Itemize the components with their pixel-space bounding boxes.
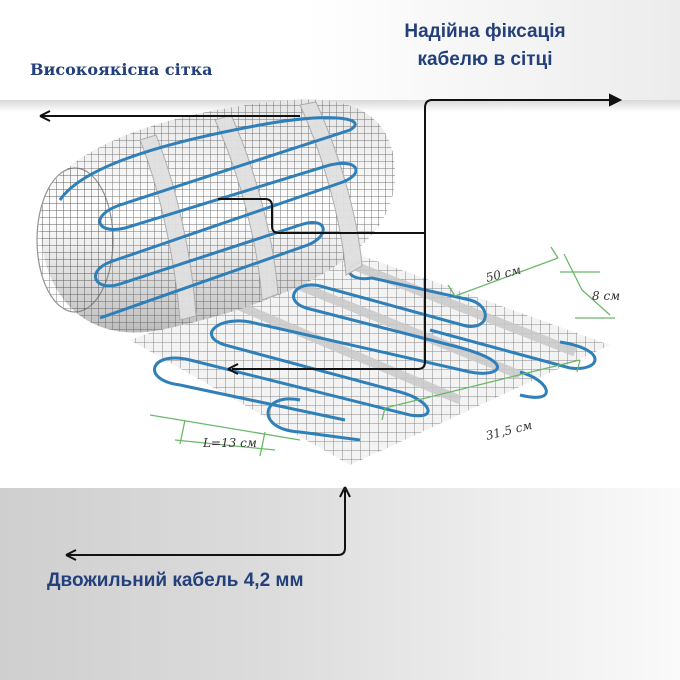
roll-tape-bands (139, 101, 363, 321)
arrow-head-fixation-right (609, 93, 623, 107)
dim-31-5cm: 31,5 см (484, 418, 533, 443)
heating-cable-roll (58, 116, 358, 320)
pointer-arrows (39, 93, 623, 561)
flat-mesh (130, 255, 610, 465)
bottom-background (0, 488, 680, 680)
top-background (0, 0, 680, 100)
fixing-tape-strips (228, 257, 577, 405)
arrow-head-cable-left (65, 549, 77, 561)
label-fixation-line2: кабелю в сітці (417, 49, 553, 70)
label-fixation: Надійна фіксація кабелю в сітці (378, 18, 592, 74)
label-fixation-line1: Надійна фіксація (404, 21, 566, 42)
arrow-head-cable-up (339, 486, 351, 498)
arrow-head-mesh (39, 110, 51, 122)
label-cable: Двожильний кабель 4,2 мм (47, 570, 304, 591)
arrow-head-fixation-left (227, 363, 239, 375)
dim-8cm: 8 см (592, 289, 620, 303)
dim-l-13cm: L=13 см (202, 436, 257, 450)
heating-cable-flat (153, 260, 597, 442)
label-mesh: Високоякісна сітка (30, 60, 213, 79)
mesh-roll (36, 99, 395, 333)
dim-50cm: 50 см (484, 263, 522, 285)
dimension-lines (149, 246, 615, 457)
